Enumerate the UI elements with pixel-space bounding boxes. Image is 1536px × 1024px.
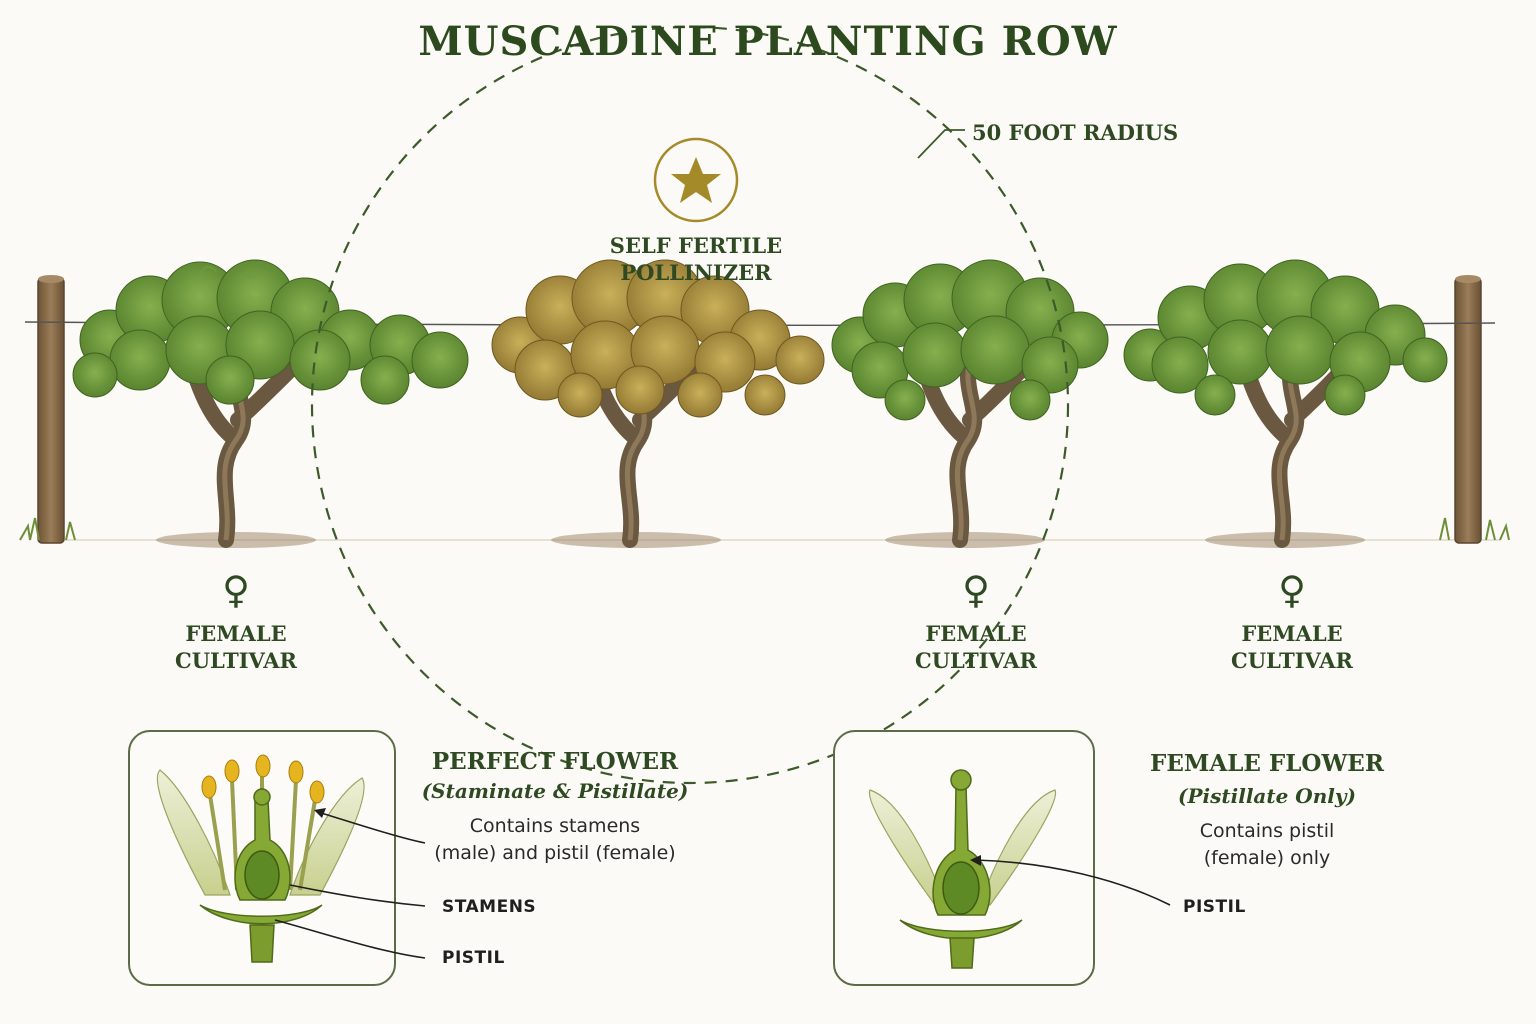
female-flower-subtitle: (Pistillate Only) (1178, 784, 1356, 808)
vine-pollinizer (491, 259, 825, 548)
stamens-callout: STAMENS (442, 897, 537, 917)
page-title: MUSCADINE PLANTING ROW (418, 18, 1118, 65)
female-cultivar-label-line-1: FEMALE (925, 621, 1027, 646)
perfect-flower-description-line-1: Contains stamens (469, 815, 641, 837)
perfect-flower-title: PERFECT FLOWER (431, 748, 679, 775)
vine-female-2 (831, 259, 1109, 548)
perfect-flower-description: Contains stamens (male) and pistil (fema… (415, 813, 695, 867)
female-flower-card (833, 730, 1095, 986)
pollinizer-label-line-1: SELF FERTILE (609, 233, 783, 258)
female-flower-description: Contains pistil (female) only (1127, 818, 1407, 872)
pollinizer-label: SELF FERTILE POLLINIZER (596, 232, 796, 286)
vine-female-3 (1123, 259, 1448, 548)
female-flower-title: FEMALE FLOWER (1150, 750, 1384, 777)
radius-leader-line (917, 129, 965, 159)
perfect-pistil-callout: PISTIL (442, 948, 505, 968)
female-symbol-icon: ♀ (222, 568, 250, 612)
female-pistil-callout: PISTIL (1183, 897, 1246, 917)
female-symbol-icon: ♀ (1278, 568, 1306, 612)
female-cultivar-label: FEMALE CULTIVAR (1192, 620, 1392, 674)
female-cultivar-label-line-1: FEMALE (185, 621, 287, 646)
female-cultivar-label: FEMALE CULTIVAR (136, 620, 336, 674)
female-cultivar-label-line-2: CULTIVAR (175, 648, 297, 673)
perfect-flower-card (128, 730, 396, 986)
female-cultivar-label: FEMALE CULTIVAR (876, 620, 1076, 674)
perfect-flower-description-line-2: (male) and pistil (female) (434, 842, 676, 864)
right-post (1439, 275, 1510, 544)
female-cultivar-label-line-1: FEMALE (1241, 621, 1343, 646)
female-flower-description-line-2: (female) only (1203, 847, 1331, 869)
female-symbol-icon: ♀ (962, 568, 990, 612)
female-cultivar-label-line-2: CULTIVAR (1231, 648, 1353, 673)
pollinizer-label-line-2: POLLINIZER (620, 260, 772, 285)
star-icon (653, 137, 739, 223)
perfect-flower-subtitle: (Staminate & Pistillate) (421, 779, 689, 803)
left-post (19, 275, 76, 544)
radius-circle (310, 25, 1070, 785)
radius-label: 50 FOOT RADIUS (972, 120, 1179, 145)
female-cultivar-label-line-2: CULTIVAR (915, 648, 1037, 673)
female-flower-description-line-1: Contains pistil (1199, 820, 1335, 842)
vine-female-1 (72, 259, 469, 548)
